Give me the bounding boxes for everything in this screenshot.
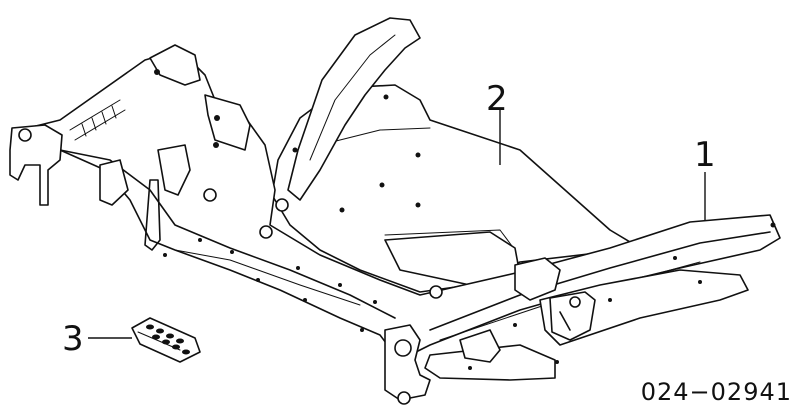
part-1-axle-carrier [9, 44, 781, 405]
part-number: 024−02941 [641, 378, 792, 406]
callout-2: 2 [486, 79, 508, 119]
part-3-mount-pad [131, 317, 201, 363]
part-2-reinforcement-panel [271, 84, 641, 293]
callout-1: 1 [694, 135, 716, 175]
callout-3: 3 [62, 319, 84, 359]
upper-arm-left [287, 17, 421, 201]
